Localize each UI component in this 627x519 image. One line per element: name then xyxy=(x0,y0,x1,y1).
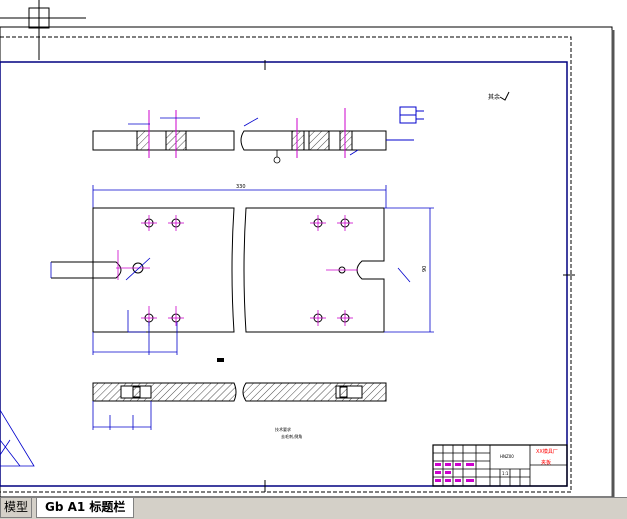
overall-width-dim xyxy=(92,185,387,208)
drawing-frame xyxy=(0,61,568,487)
title-block xyxy=(432,444,568,487)
section-left xyxy=(92,382,237,402)
drawing-viewport[interactable]: 其余 330 xyxy=(0,0,627,497)
plan-left-plate xyxy=(51,207,235,333)
top-view-right xyxy=(240,130,414,151)
section-right xyxy=(242,382,387,402)
title-part: 夹板 xyxy=(541,459,551,466)
dim-total-width: 330 xyxy=(236,184,246,190)
tab-layout-gb-a1[interactable]: Gb A1 标题栏 xyxy=(36,498,135,518)
cad-drawing: 其余 330 xyxy=(0,0,615,497)
tab-model[interactable]: 模型 xyxy=(0,498,32,518)
printable-area xyxy=(0,36,572,493)
crosshair-cursor xyxy=(0,0,86,60)
leftover-geometry xyxy=(0,409,35,467)
title-company: XX模具厂 xyxy=(536,448,558,455)
layout-tab-bar: 模型 Gb A1 标题栏 xyxy=(0,497,627,519)
title-scale: 1:1 xyxy=(502,471,509,476)
dim-height: 90 xyxy=(422,266,428,272)
roughness-mark xyxy=(399,106,424,124)
center-note-sub: 去毛刺,倒角 xyxy=(281,433,302,439)
title-drawing-name: HNZ00 xyxy=(500,454,514,459)
center-note: 技术要求 xyxy=(275,426,291,432)
note-top-right: 其余 xyxy=(488,93,500,101)
title-block-fill xyxy=(435,463,474,482)
